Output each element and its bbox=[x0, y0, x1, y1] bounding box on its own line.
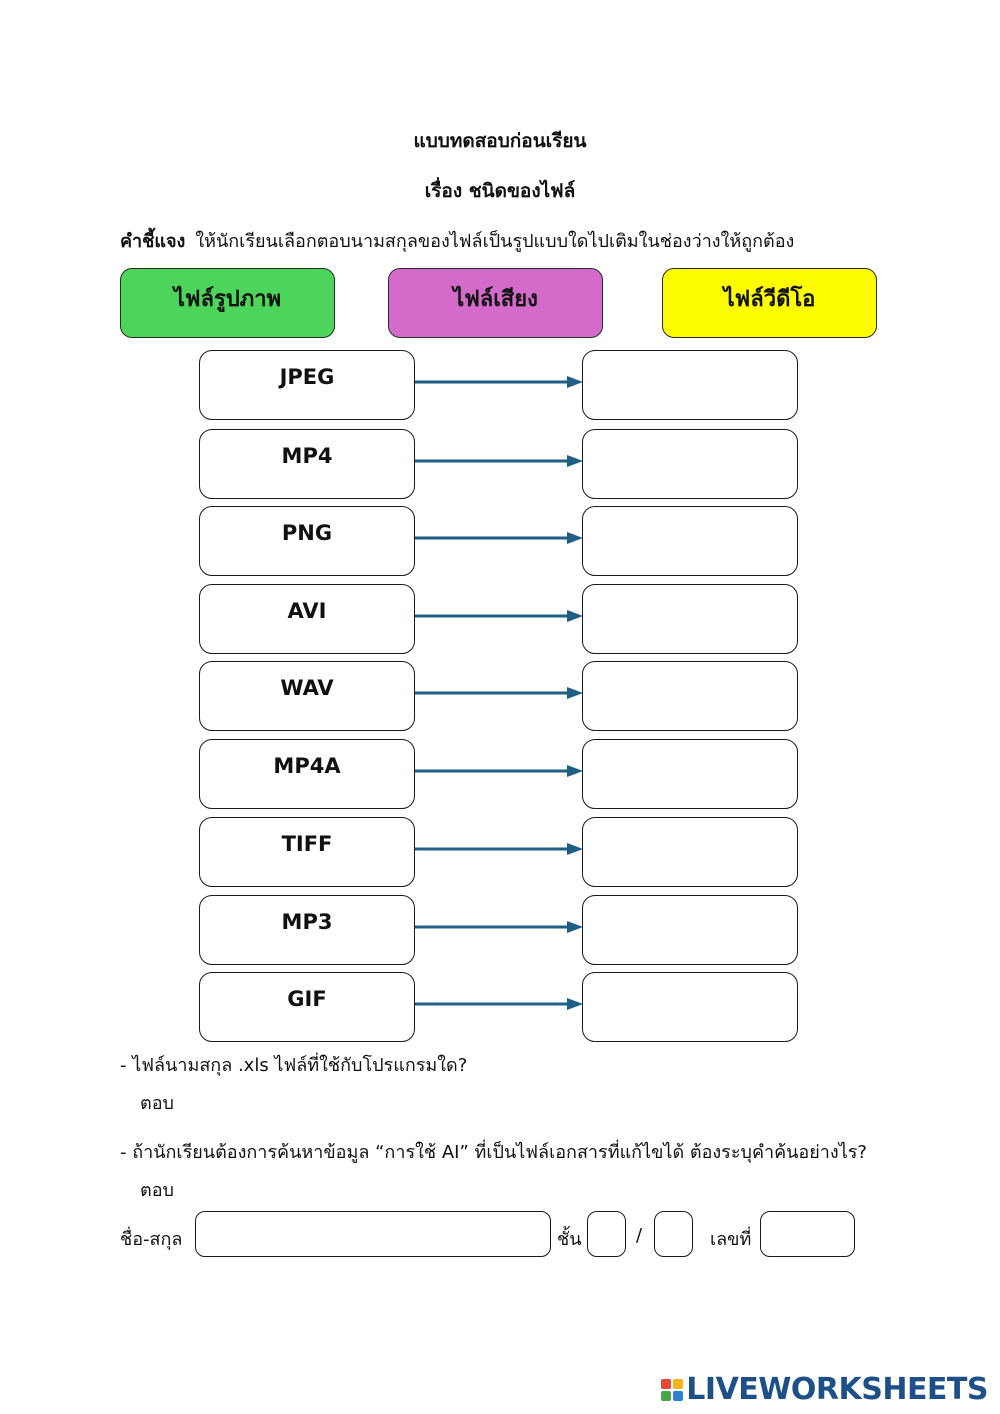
arrow-icon bbox=[415, 687, 583, 699]
grade-label: ชั้น bbox=[557, 1229, 582, 1250]
grade-separator: / bbox=[636, 1225, 643, 1246]
question-2: - ถ้านักเรียนต้องการค้นหาข้อมูล “การใช้ … bbox=[120, 1142, 867, 1163]
arrow-icon bbox=[415, 765, 583, 777]
name-label: ชื่อ-สกุล bbox=[120, 1229, 183, 1250]
answer-input-mp4a[interactable] bbox=[582, 739, 798, 809]
extension-box-avi: AVI bbox=[199, 584, 415, 654]
extension-box-mp4a: MP4A bbox=[199, 739, 415, 809]
extension-box-png: PNG bbox=[199, 506, 415, 576]
answer-input-gif[interactable] bbox=[582, 972, 798, 1042]
answer-input-wav[interactable] bbox=[582, 661, 798, 731]
worksheet-title: แบบทดสอบก่อนเรียน bbox=[413, 130, 587, 152]
extension-box-tiff: TIFF bbox=[199, 817, 415, 887]
extension-box-wav: WAV bbox=[199, 661, 415, 731]
worksheet-subtitle: เรื่อง ชนิดของไฟล์ bbox=[424, 180, 576, 202]
instructions-text: ให้นักเรียนเลือกตอบนามสกุลของไฟล์เป็นรูป… bbox=[195, 231, 795, 252]
arrow-icon bbox=[415, 455, 583, 467]
category-audio-files: ไฟล์เสียง bbox=[388, 268, 603, 338]
instructions-label: คำชี้แจง bbox=[120, 231, 186, 252]
liveworksheets-logo-icon bbox=[661, 1378, 684, 1401]
number-input[interactable] bbox=[760, 1211, 855, 1257]
extension-box-gif: GIF bbox=[199, 972, 415, 1042]
answer-input-mp4[interactable] bbox=[582, 429, 798, 499]
arrow-icon bbox=[415, 532, 583, 544]
extension-box-mp4: MP4 bbox=[199, 429, 415, 499]
answer-input-mp3[interactable] bbox=[582, 895, 798, 965]
answer-input-png[interactable] bbox=[582, 506, 798, 576]
category-image-files: ไฟล์รูปภาพ bbox=[120, 268, 335, 338]
arrow-icon bbox=[415, 998, 583, 1010]
extension-box-jpeg: JPEG bbox=[199, 350, 415, 420]
category-video-files: ไฟล์วีดีโอ bbox=[662, 268, 877, 338]
arrow-icon bbox=[415, 376, 583, 388]
number-label: เลขที่ bbox=[710, 1229, 752, 1250]
answer-input-jpeg[interactable] bbox=[582, 350, 798, 420]
liveworksheets-logo: LIVEWORKSHEETS bbox=[660, 1372, 988, 1407]
arrow-icon bbox=[415, 610, 583, 622]
answer-input-tiff[interactable] bbox=[582, 817, 798, 887]
room-input[interactable] bbox=[654, 1211, 693, 1257]
liveworksheets-logo-text: LIVEWORKSHEETS bbox=[686, 1372, 988, 1407]
extension-box-mp3: MP3 bbox=[199, 895, 415, 965]
arrow-icon bbox=[415, 921, 583, 933]
answer-input-avi[interactable] bbox=[582, 584, 798, 654]
question-1: - ไฟล์นามสกุล .xls ไฟล์ที่ใช้กับโปรแกรมใ… bbox=[120, 1055, 468, 1076]
name-input[interactable] bbox=[195, 1211, 551, 1257]
answer-label-1: ตอบ bbox=[140, 1093, 174, 1114]
instructions: คำชี้แจง ให้นักเรียนเลือกตอบนามสกุลของไฟล… bbox=[120, 226, 794, 255]
arrow-icon bbox=[415, 843, 583, 855]
answer-label-2: ตอบ bbox=[140, 1180, 174, 1201]
grade-input[interactable] bbox=[587, 1211, 626, 1257]
